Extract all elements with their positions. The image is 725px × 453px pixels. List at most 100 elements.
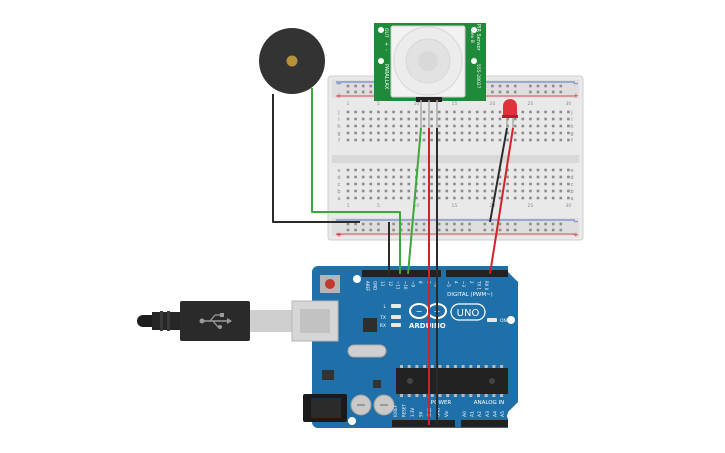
rail-hole bbox=[491, 84, 494, 88]
breadboard-hole bbox=[437, 131, 441, 135]
breadboard-hole bbox=[354, 175, 357, 179]
breadboard-hole bbox=[468, 168, 471, 172]
breadboard-hole bbox=[483, 138, 487, 142]
breadboard-hole bbox=[407, 168, 411, 172]
breadboard-hole bbox=[536, 196, 540, 200]
breadboard-hole bbox=[384, 131, 388, 135]
breadboard-hole bbox=[483, 124, 487, 128]
breadboard-hole bbox=[407, 110, 411, 114]
breadboard-hole bbox=[521, 138, 525, 142]
column-number: 5 bbox=[377, 101, 380, 107]
breadboard-hole bbox=[407, 124, 411, 128]
breadboard-hole bbox=[354, 131, 357, 135]
rail-hole bbox=[437, 228, 441, 232]
breadboard-hole bbox=[536, 175, 540, 179]
led-rx bbox=[391, 323, 401, 327]
analog-pin-label: A4 bbox=[492, 411, 498, 417]
breadboard-hole bbox=[384, 175, 388, 179]
breadboard-hole bbox=[430, 110, 433, 114]
breadboard-hole bbox=[453, 131, 456, 135]
rail-hole bbox=[468, 228, 471, 232]
breadboard-hole bbox=[468, 117, 471, 121]
chip-leg bbox=[484, 365, 488, 368]
breadboard-hole bbox=[498, 175, 502, 179]
row-letter: h bbox=[570, 124, 573, 130]
breadboard-hole bbox=[445, 189, 449, 193]
rail-hole bbox=[498, 84, 502, 88]
breadboard-hole bbox=[483, 196, 487, 200]
wire-buzzer-signal bbox=[311, 88, 401, 274]
regulator-1 bbox=[322, 370, 334, 380]
breadboard-hole bbox=[430, 124, 433, 128]
breadboard-hole bbox=[354, 124, 357, 128]
breadboard-hole bbox=[498, 189, 502, 193]
row-letter: h bbox=[337, 124, 340, 130]
breadboard-hole bbox=[361, 182, 365, 186]
chip-leg bbox=[438, 394, 442, 397]
usb-chip bbox=[363, 318, 377, 332]
breadboard-hole bbox=[475, 196, 479, 200]
breadboard-hole bbox=[559, 138, 563, 142]
breadboard-hole bbox=[437, 124, 441, 128]
breadboard-hole bbox=[377, 189, 380, 193]
digital-pin-label: GND bbox=[373, 281, 378, 290]
mount-hole-4 bbox=[507, 412, 515, 420]
rail-hole bbox=[346, 222, 350, 226]
breadboard-hole bbox=[384, 117, 388, 121]
rail-hole bbox=[544, 90, 547, 94]
arduino-brand: ARDUINO bbox=[409, 322, 446, 330]
reset-button-cap[interactable] bbox=[325, 279, 335, 289]
breadboard-hole bbox=[453, 138, 456, 142]
breadboard-hole bbox=[498, 117, 502, 121]
digital-pin-label: ~9 bbox=[411, 281, 416, 287]
breadboard-hole bbox=[491, 168, 494, 172]
breadboard-hole bbox=[377, 138, 380, 142]
breadboard-hole bbox=[483, 110, 487, 114]
breadboard-hole bbox=[392, 138, 395, 142]
breadboard-hole bbox=[422, 131, 426, 135]
breadboard-hole bbox=[559, 175, 563, 179]
breadboard-hole bbox=[354, 196, 357, 200]
breadboard-hole bbox=[475, 138, 479, 142]
breadboard-hole bbox=[529, 175, 532, 179]
power-header-strip bbox=[392, 420, 455, 427]
rail-hole bbox=[544, 228, 547, 232]
wire-buzzer-gnd bbox=[272, 94, 360, 223]
rail-hole bbox=[361, 84, 365, 88]
rail-hole bbox=[536, 90, 540, 94]
breadboard-hole bbox=[377, 124, 380, 128]
rail-hole bbox=[445, 228, 449, 232]
breadboard-hole bbox=[468, 124, 471, 128]
breadboard-hole bbox=[392, 124, 395, 128]
digital-header-right bbox=[446, 270, 508, 277]
breadboard-hole bbox=[460, 175, 464, 179]
breadboard-hole bbox=[483, 131, 487, 135]
wire-pir-signal bbox=[407, 127, 422, 275]
breadboard-hole bbox=[346, 196, 350, 200]
breadboard-hole bbox=[384, 110, 388, 114]
breadboard-hole bbox=[559, 182, 563, 186]
rail-plus-label-bl: + bbox=[336, 231, 342, 239]
breadboard-hole bbox=[529, 117, 532, 121]
row-letter: g bbox=[337, 131, 340, 137]
breadboard-hole bbox=[384, 196, 388, 200]
chip-leg bbox=[477, 394, 480, 397]
rail-hole bbox=[529, 222, 532, 226]
breadboard-hole bbox=[384, 182, 388, 186]
breadboard-hole bbox=[369, 110, 373, 114]
breadboard-hole bbox=[460, 189, 464, 193]
breadboard-hole bbox=[422, 196, 426, 200]
rail-hole bbox=[399, 228, 403, 232]
rail-hole bbox=[468, 222, 471, 226]
chip-leg bbox=[461, 394, 465, 397]
breadboard-hole bbox=[415, 138, 418, 142]
breadboard-hole bbox=[559, 110, 563, 114]
rail-hole bbox=[392, 222, 395, 226]
digital-pin-label: 8 bbox=[418, 281, 423, 284]
breadboard-hole bbox=[369, 131, 373, 135]
breadboard-hole bbox=[521, 117, 525, 121]
column-number: 30 bbox=[566, 203, 572, 209]
pir-mount-hole-tr bbox=[471, 27, 477, 33]
